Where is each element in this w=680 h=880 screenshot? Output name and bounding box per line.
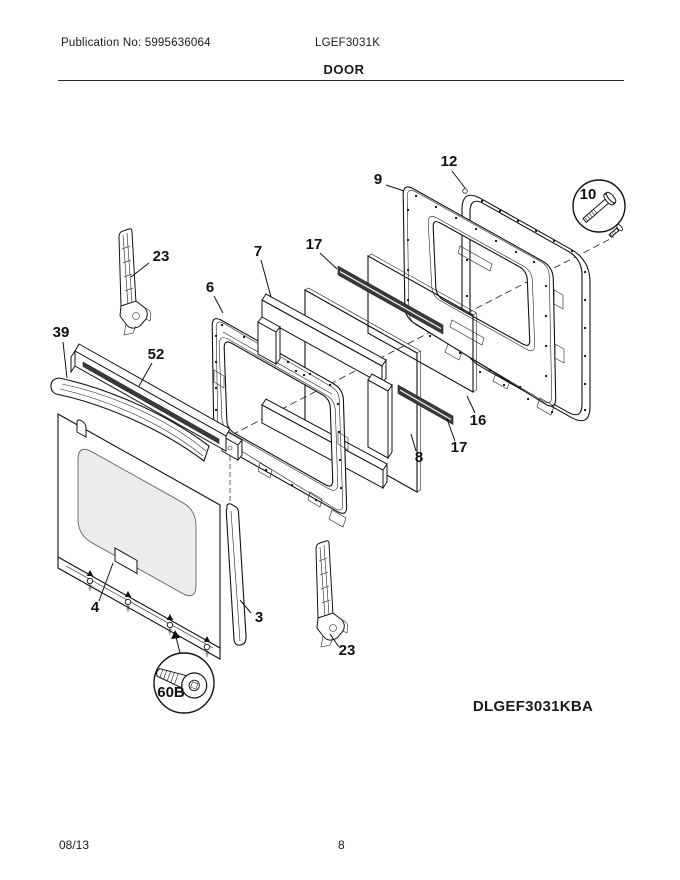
part-39-door-handle <box>50 377 210 462</box>
leader-line-52 <box>138 362 153 387</box>
leader-line-3 <box>239 599 252 614</box>
part-17-upper-retainer <box>337 265 444 335</box>
page-number: 8 <box>338 838 345 852</box>
part-17-lower-retainer <box>397 384 454 426</box>
part-label-8: 8 <box>415 449 423 466</box>
leader-line-17 <box>319 252 338 270</box>
leader-line-12 <box>451 170 466 189</box>
model-number: LGEF3031K <box>315 37 381 49</box>
part-7-insulation-blocks <box>257 293 393 460</box>
part-label-7: 7 <box>254 243 262 260</box>
part-label-23: 23 <box>339 642 356 659</box>
detail-circle-60b <box>153 630 215 714</box>
part-label-39: 39 <box>53 324 70 341</box>
part-9-back-panel <box>402 186 565 416</box>
part-label-10: 10 <box>580 186 597 203</box>
leader-line-17 <box>446 418 456 442</box>
leader-line-8 <box>410 433 417 452</box>
part-label-60B: 60B <box>157 684 185 701</box>
revision-date: 08/13 <box>59 838 90 852</box>
page-title: DOOR <box>323 62 365 77</box>
header-divider <box>58 80 624 81</box>
publication-number: Publication No: 5995636064 <box>61 37 211 49</box>
part-23-hinge-right <box>315 540 349 648</box>
leader-line-6 <box>213 295 224 314</box>
screw-60b-drawing <box>156 668 208 699</box>
part-label-6: 6 <box>206 279 214 296</box>
part-52-door-top-trim <box>70 343 231 452</box>
leader-line-23 <box>130 262 150 278</box>
part-label-16: 16 <box>470 412 487 429</box>
leader-line-39 <box>62 341 68 379</box>
part-4-outer-door-panel <box>57 413 221 660</box>
part-label-4: 4 <box>91 599 100 616</box>
part-label-17: 17 <box>306 236 323 253</box>
bolt-10-drawing <box>582 191 617 224</box>
gasket-screw <box>608 224 623 238</box>
part-label-3: 3 <box>255 609 263 626</box>
leader-line-16 <box>466 395 476 414</box>
part-23-hinge-left <box>118 228 152 336</box>
part-label-23: 23 <box>153 248 170 265</box>
part-3-door-side-trim <box>225 503 247 646</box>
leader-line-4 <box>98 562 114 602</box>
leader-line-9 <box>385 184 405 192</box>
part-label-52: 52 <box>148 346 165 363</box>
drawing-code: DLGEF3031KBA <box>472 698 594 715</box>
leader-line-23 <box>329 633 340 648</box>
part-label-9: 9 <box>374 171 382 188</box>
part-label-17: 17 <box>451 439 468 456</box>
part-16-inner-glass <box>367 253 477 393</box>
leader-line-7 <box>260 259 272 298</box>
detail-circle-10 <box>572 179 626 233</box>
part-label-12: 12 <box>441 153 458 170</box>
